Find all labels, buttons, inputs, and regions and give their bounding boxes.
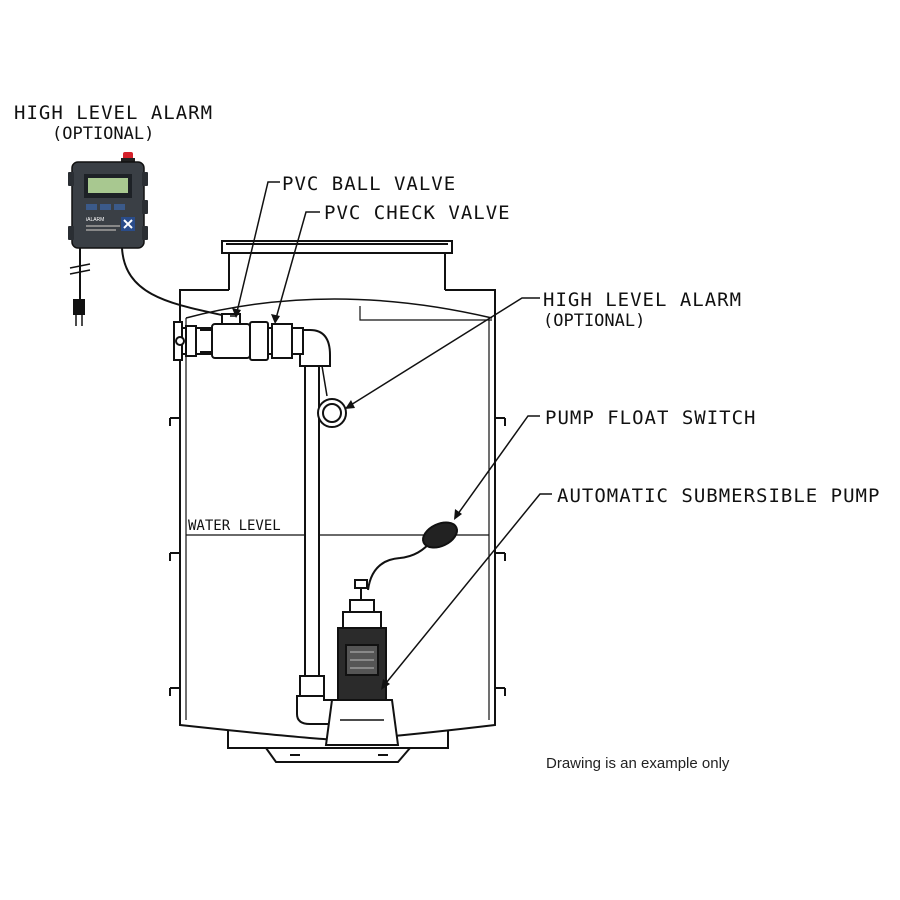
- pump-float-switch: [367, 521, 458, 591]
- discharge-pipe: [173, 313, 343, 725]
- alarm-power-cord: [69, 248, 91, 326]
- tank: [169, 240, 506, 763]
- alarm-panel-title: HIGH LEVEL ALARM: [14, 102, 213, 124]
- tank-lid: [221, 240, 453, 254]
- pump-label: AUTOMATIC SUBMERSIBLE PUMP: [557, 485, 880, 507]
- submersible-pump: [324, 579, 400, 746]
- alarm-panel-optional: (OPTIONAL): [52, 124, 154, 144]
- leader-arrowheads: [232, 308, 462, 690]
- pvc-check-valve: [249, 321, 269, 361]
- alarm-brand-label: iALARM: [86, 217, 104, 223]
- ball-valve-label: PVC BALL VALVE: [282, 173, 456, 195]
- alarm-float-title: HIGH LEVEL ALARM: [543, 289, 742, 311]
- high-level-alarm-float: [317, 365, 347, 428]
- pvc-ball-valve: [211, 323, 251, 359]
- disclaimer-note: Drawing is an example only: [546, 755, 730, 772]
- pump-float-label: PUMP FLOAT SWITCH: [545, 407, 756, 429]
- check-valve-label: PVC CHECK VALVE: [324, 202, 511, 224]
- water-level-label: WATER LEVEL: [188, 518, 281, 534]
- leader-lines: [230, 181, 552, 689]
- alarm-panel-device: iALARM: [68, 152, 148, 249]
- alarm-float-optional: (OPTIONAL): [543, 311, 645, 331]
- alarm-lcd-screen: [88, 178, 128, 193]
- alarm-cable: [121, 247, 236, 319]
